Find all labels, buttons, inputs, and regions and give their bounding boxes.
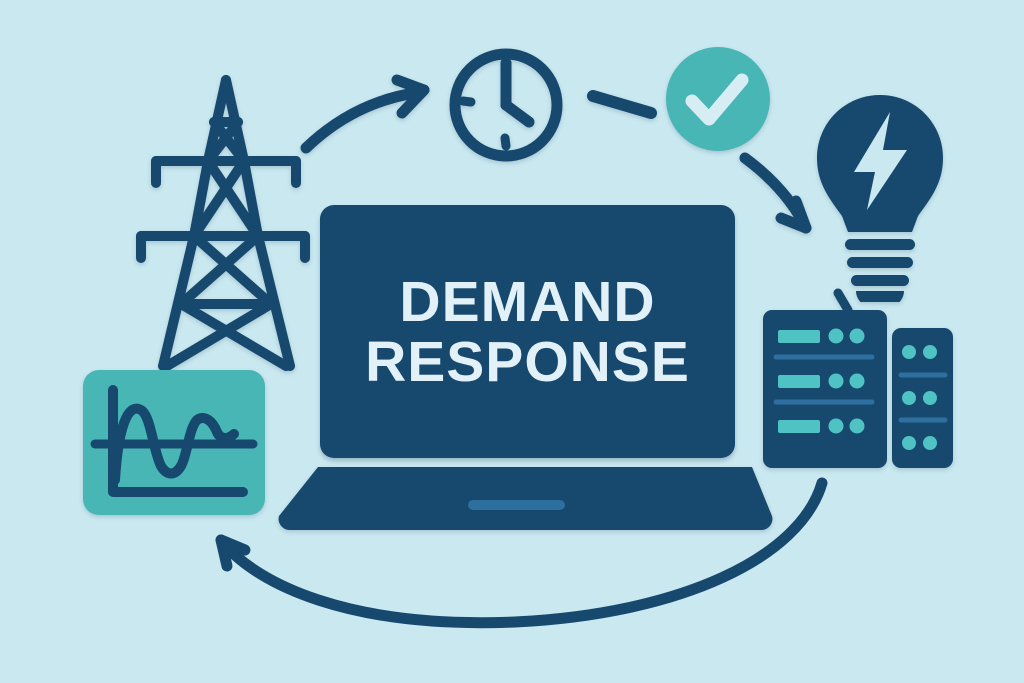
checkmark-icon	[666, 47, 770, 151]
title-line-1: DEMAND	[399, 269, 656, 334]
clock-icon	[449, 48, 563, 162]
lightbulb-bolt-icon	[817, 95, 943, 302]
server-rack-icon	[763, 288, 953, 468]
laptop-icon: DEMAND RESPONSE	[320, 205, 735, 458]
laptop-base-icon	[278, 467, 773, 530]
trackpad-icon	[468, 500, 565, 510]
waveform-chart-icon	[83, 370, 265, 515]
flow-dash-icon	[587, 90, 657, 119]
transmission-tower-icon	[136, 75, 310, 371]
flow-arrow-tower-to-clock-icon	[300, 74, 430, 154]
flow-arrow-check-to-bulb-icon	[739, 152, 812, 234]
title-line-2: RESPONSE	[365, 329, 690, 394]
